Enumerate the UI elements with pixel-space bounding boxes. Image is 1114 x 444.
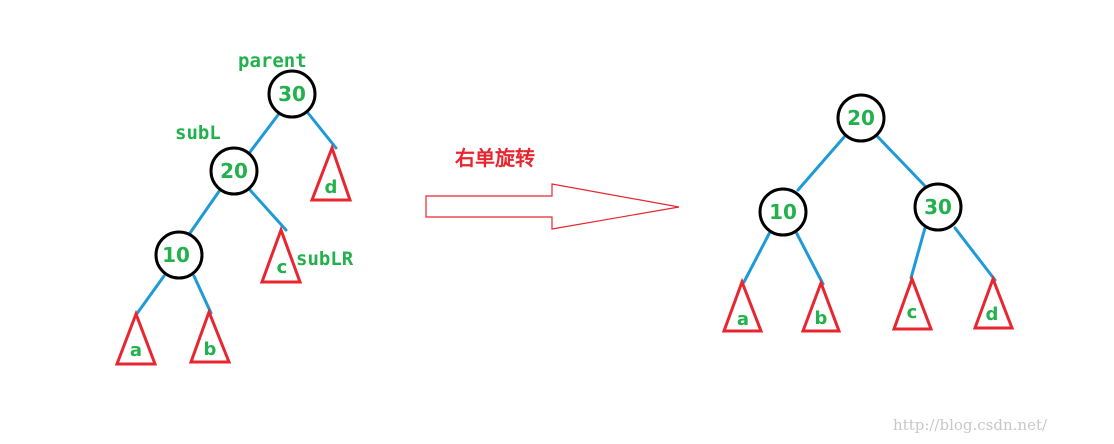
- watermark: http://blog.csdn.net/: [893, 416, 1048, 434]
- subtree-c-label: c: [277, 257, 288, 278]
- subtree-d: d: [309, 143, 353, 202]
- edge-10-a: [134, 274, 166, 317]
- edge-10-a-right: [742, 230, 772, 284]
- rotation-arrow: [425, 183, 680, 230]
- node-30-right-label: 30: [924, 195, 952, 219]
- subtree-a-right-label: a: [737, 309, 749, 330]
- edge-10-b: [192, 274, 213, 315]
- parent-label: parent: [238, 50, 307, 72]
- subtree-d-right-label: d: [986, 304, 999, 325]
- subtree-a: a: [114, 309, 158, 366]
- edge-20-c: [248, 188, 288, 232]
- edge-30-20: [248, 113, 280, 154]
- rotation-label: 右单旋转: [455, 146, 535, 170]
- subL-label: subL: [175, 122, 221, 144]
- edge-30-d-right: [953, 226, 997, 282]
- edge-20-10-right: [796, 134, 847, 192]
- node-30-label: 30: [278, 82, 306, 106]
- node-20-right: 20: [836, 93, 886, 143]
- node-10: 10: [154, 230, 204, 280]
- subtree-c-right-label: c: [907, 302, 918, 323]
- edge-20-30-right: [875, 134, 927, 188]
- subtree-b-label: b: [204, 339, 217, 360]
- subtree-c-right: c: [891, 274, 934, 331]
- subLR-label: subLR: [296, 248, 354, 270]
- left-tree: 30 20 10 d c a b parent subL subL: [114, 50, 354, 366]
- node-20-right-label: 20: [847, 106, 875, 130]
- node-20-label: 20: [220, 159, 248, 183]
- node-20: 20: [209, 146, 259, 196]
- edge-10-b-right: [794, 230, 825, 286]
- subtree-b-right-label: b: [815, 308, 828, 329]
- node-10-right-label: 10: [769, 200, 797, 224]
- edge-30-c-right: [909, 226, 927, 280]
- subtree-b: b: [188, 307, 232, 364]
- edge-20-10: [188, 188, 222, 235]
- edge-30-d: [306, 111, 338, 150]
- node-10-right: 10: [758, 187, 808, 237]
- subtree-b-right: b: [800, 278, 842, 333]
- subtree-a-right: a: [721, 277, 764, 333]
- subtree-d-label: d: [325, 177, 338, 198]
- subtree-c: c: [259, 225, 303, 284]
- right-tree: 20 10 30 a b c d: [721, 93, 1015, 333]
- subtree-d-right: d: [972, 274, 1015, 330]
- node-30-right: 30: [913, 182, 963, 232]
- node-30: 30: [267, 69, 317, 119]
- subtree-a-label: a: [130, 340, 142, 361]
- node-10-label: 10: [162, 243, 190, 267]
